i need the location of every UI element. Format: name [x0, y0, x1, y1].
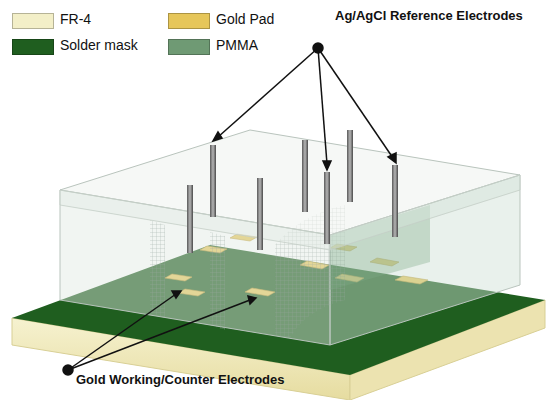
- legend-label: FR-4: [60, 11, 91, 27]
- legend-label: PMMA: [216, 37, 258, 53]
- legend-swatch: [12, 13, 54, 29]
- pmma-lid: [60, 130, 520, 235]
- pmma-lid: [60, 190, 330, 250]
- reference-rods: [187, 130, 398, 253]
- pmma-lid: [330, 175, 520, 250]
- legend-label: Gold Pad: [216, 11, 274, 27]
- legend-label: Solder mask: [60, 37, 138, 53]
- callout-label: Gold Working/Counter Electrodes: [76, 372, 285, 387]
- callout-label: Ag/AgCl Reference Electrodes: [335, 8, 523, 23]
- legend-swatch: [12, 39, 54, 55]
- legend-swatch: [168, 13, 210, 29]
- leader-lines: [63, 43, 396, 375]
- legend-swatch: [168, 39, 210, 55]
